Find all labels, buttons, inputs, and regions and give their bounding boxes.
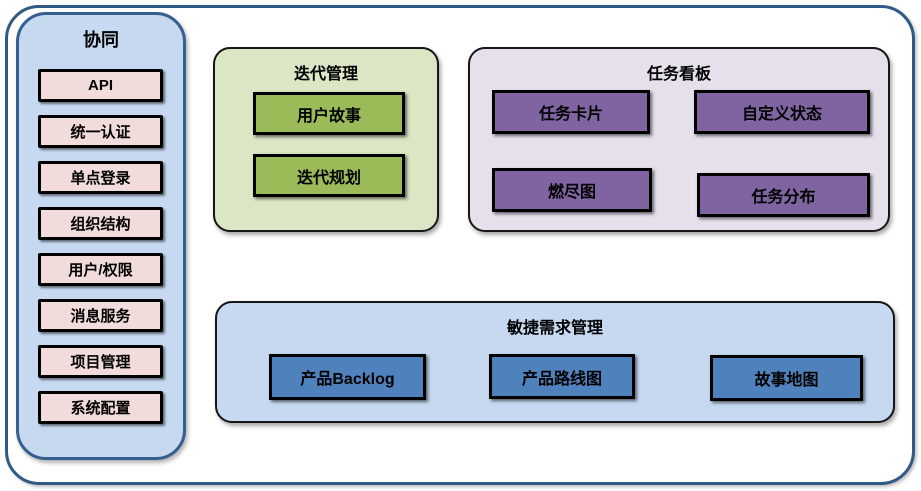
box-task-distribution: 任务分布 — [697, 173, 870, 217]
panel-task-board-title: 任务看板 — [646, 66, 711, 83]
panel-task-board: 任务看板 任务卡片 自定义状态 燃尽图 任务分布 — [468, 47, 890, 232]
box-product-backlog: 产品Backlog — [269, 354, 426, 400]
sidebar-title: 协同 — [83, 30, 119, 50]
sidebar-item-system-config: 系统配置 — [38, 391, 163, 424]
sidebar-item-user-permissions: 用户/权限 — [38, 253, 163, 286]
panel-agile-title: 敏捷需求管理 — [506, 320, 603, 337]
box-product-roadmap: 产品路线图 — [489, 354, 635, 399]
sidebar-item-api: API — [38, 69, 163, 102]
panel-agile-requirements: 敏捷需求管理 产品Backlog 产品路线图 故事地图 — [215, 301, 895, 423]
sidebar-item-org-structure: 组织结构 — [38, 207, 163, 240]
sidebar-item-unified-auth: 统一认证 — [38, 115, 163, 148]
box-iteration-planning: 迭代规划 — [253, 154, 405, 197]
sidebar-panel-collaboration: 协同 API 统一认证 单点登录 组织结构 用户/权限 消息服务 项目管理 系统… — [16, 12, 186, 460]
box-custom-status: 自定义状态 — [694, 90, 870, 134]
box-story-map: 故事地图 — [710, 355, 863, 401]
box-user-story: 用户故事 — [253, 92, 405, 135]
sidebar-item-project-management: 项目管理 — [38, 345, 163, 378]
box-task-card: 任务卡片 — [492, 90, 650, 134]
sidebar-item-sso: 单点登录 — [38, 161, 163, 194]
box-burndown-chart: 燃尽图 — [492, 168, 652, 212]
sidebar-items: API 统一认证 单点登录 组织结构 用户/权限 消息服务 项目管理 系统配置 — [38, 69, 163, 437]
panel-iteration-management: 迭代管理 用户故事 迭代规划 — [213, 47, 439, 232]
sidebar-item-message-service: 消息服务 — [38, 299, 163, 332]
panel-iteration-title: 迭代管理 — [293, 66, 358, 83]
